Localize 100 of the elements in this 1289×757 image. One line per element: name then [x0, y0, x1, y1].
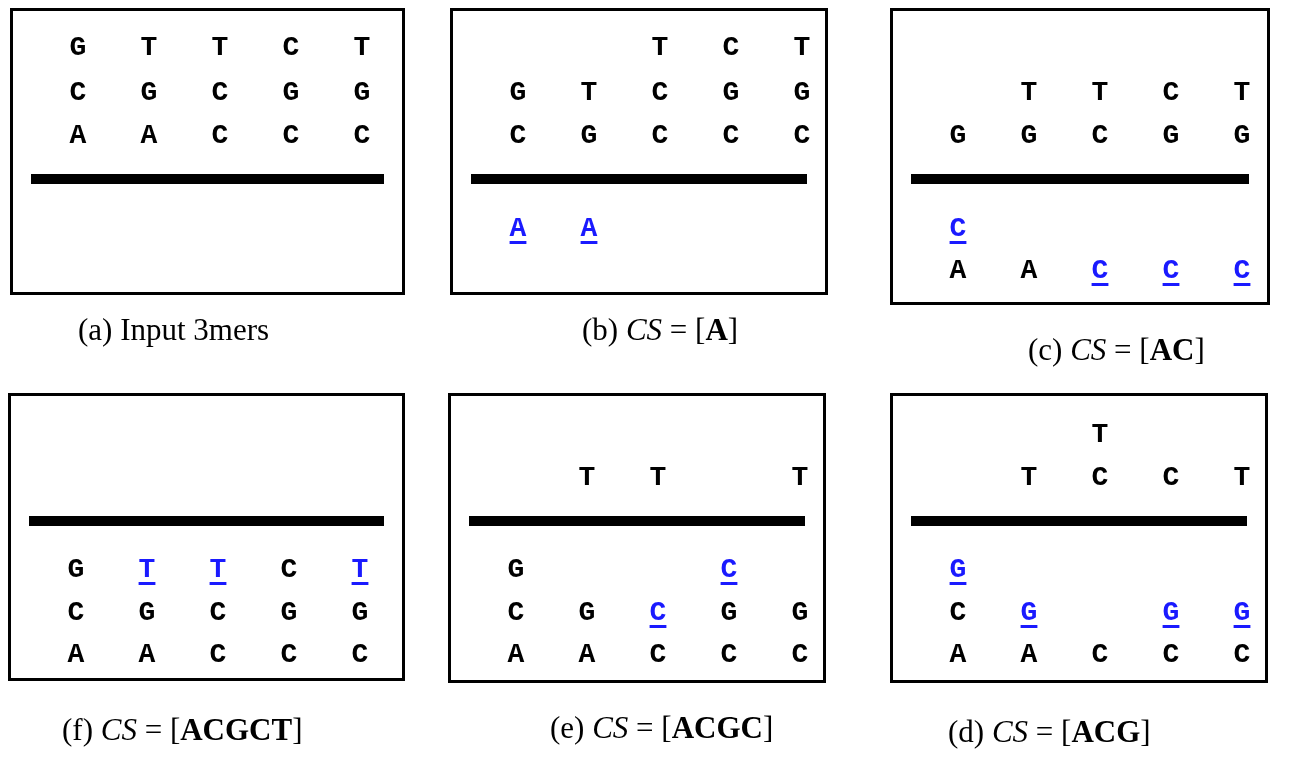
- nucleotide-letter: C: [1232, 640, 1252, 670]
- nucleotide-letter: T: [577, 463, 597, 493]
- panel-caption: (b) CS = [A]: [582, 312, 739, 348]
- highlighted-letter: C: [948, 214, 968, 244]
- panel-caption: (f) CS = [ACGCT]: [62, 712, 303, 748]
- nucleotide-letter: A: [948, 640, 968, 670]
- nucleotide-letter: C: [210, 121, 230, 151]
- nucleotide-letter: C: [1090, 463, 1110, 493]
- nucleotide-letter: C: [1161, 463, 1181, 493]
- nucleotide-letter: G: [66, 555, 86, 585]
- nucleotide-letter: T: [1232, 463, 1252, 493]
- nucleotide-letter: T: [792, 33, 812, 63]
- panel-box: [8, 393, 405, 681]
- highlighted-letter: C: [648, 598, 668, 628]
- highlighted-letter: C: [1161, 256, 1181, 286]
- nucleotide-letter: A: [137, 640, 157, 670]
- nucleotide-letter: C: [281, 121, 301, 151]
- highlighted-letter: G: [1019, 598, 1039, 628]
- nucleotide-letter: T: [1090, 78, 1110, 108]
- highlighted-letter: G: [1161, 598, 1181, 628]
- nucleotide-letter: G: [721, 78, 741, 108]
- nucleotide-letter: T: [1090, 420, 1110, 450]
- nucleotide-letter: C: [350, 640, 370, 670]
- nucleotide-letter: C: [721, 33, 741, 63]
- nucleotide-letter: G: [790, 598, 810, 628]
- nucleotide-letter: A: [1019, 256, 1039, 286]
- nucleotide-letter: G: [506, 555, 526, 585]
- nucleotide-letter: C: [210, 78, 230, 108]
- nucleotide-letter: C: [508, 121, 528, 151]
- nucleotide-letter: T: [352, 33, 372, 63]
- nucleotide-letter: C: [648, 640, 668, 670]
- panel-caption: (c) CS = [AC]: [1028, 332, 1205, 368]
- nucleotide-letter: C: [1090, 640, 1110, 670]
- panel-caption: (d) CS = [ACG]: [948, 714, 1151, 750]
- nucleotide-letter: G: [948, 121, 968, 151]
- nucleotide-letter: A: [577, 640, 597, 670]
- nucleotide-letter: G: [352, 78, 372, 108]
- nucleotide-letter: A: [66, 640, 86, 670]
- nucleotide-letter: G: [1232, 121, 1252, 151]
- nucleotide-letter: C: [506, 598, 526, 628]
- nucleotide-letter: C: [650, 121, 670, 151]
- nucleotide-letter: T: [650, 33, 670, 63]
- nucleotide-letter: G: [579, 121, 599, 151]
- highlighted-letter: C: [1090, 256, 1110, 286]
- nucleotide-letter: G: [137, 598, 157, 628]
- nucleotide-letter: C: [68, 78, 88, 108]
- nucleotide-letter: C: [1161, 640, 1181, 670]
- nucleotide-letter: G: [1161, 121, 1181, 151]
- nucleotide-letter: G: [719, 598, 739, 628]
- highlighted-letter: G: [1232, 598, 1252, 628]
- nucleotide-letter: T: [1019, 78, 1039, 108]
- nucleotide-letter: C: [721, 121, 741, 151]
- nucleotide-letter: A: [68, 121, 88, 151]
- nucleotide-letter: A: [1019, 640, 1039, 670]
- nucleotide-letter: C: [279, 640, 299, 670]
- nucleotide-letter: C: [279, 555, 299, 585]
- nucleotide-letter: T: [1019, 463, 1039, 493]
- nucleotide-letter: G: [279, 598, 299, 628]
- highlighted-letter: A: [508, 214, 528, 244]
- nucleotide-letter: C: [208, 640, 228, 670]
- panel-caption: (e) CS = [ACGC]: [550, 710, 774, 746]
- nucleotide-letter: C: [719, 640, 739, 670]
- nucleotide-letter: C: [352, 121, 372, 151]
- nucleotide-letter: G: [1019, 121, 1039, 151]
- highlighted-letter: T: [208, 555, 228, 585]
- panel-box: [448, 393, 826, 683]
- nucleotide-letter: C: [792, 121, 812, 151]
- nucleotide-letter: C: [1090, 121, 1110, 151]
- nucleotide-letter: G: [508, 78, 528, 108]
- highlighted-letter: C: [1232, 256, 1252, 286]
- nucleotide-letter: A: [139, 121, 159, 151]
- highlighted-letter: G: [948, 555, 968, 585]
- nucleotide-letter: C: [650, 78, 670, 108]
- nucleotide-letter: G: [350, 598, 370, 628]
- highlighted-letter: T: [350, 555, 370, 585]
- panel-box: [890, 393, 1268, 683]
- nucleotide-letter: C: [948, 598, 968, 628]
- highlighted-letter: C: [719, 555, 739, 585]
- panel-box: [10, 8, 405, 295]
- nucleotide-letter: T: [1232, 78, 1252, 108]
- nucleotide-letter: C: [208, 598, 228, 628]
- nucleotide-letter: C: [790, 640, 810, 670]
- highlighted-letter: T: [137, 555, 157, 585]
- nucleotide-letter: C: [66, 598, 86, 628]
- nucleotide-letter: G: [577, 598, 597, 628]
- panel-box: [450, 8, 828, 295]
- nucleotide-letter: G: [792, 78, 812, 108]
- nucleotide-letter: T: [648, 463, 668, 493]
- nucleotide-letter: T: [790, 463, 810, 493]
- nucleotide-letter: A: [506, 640, 526, 670]
- nucleotide-letter: T: [579, 78, 599, 108]
- nucleotide-letter: G: [281, 78, 301, 108]
- nucleotide-letter: C: [1161, 78, 1181, 108]
- panel-caption: (a) Input 3mers: [78, 312, 270, 348]
- nucleotide-letter: G: [139, 78, 159, 108]
- highlighted-letter: A: [579, 214, 599, 244]
- nucleotide-letter: C: [281, 33, 301, 63]
- panel-box: [890, 8, 1270, 305]
- nucleotide-letter: T: [139, 33, 159, 63]
- nucleotide-letter: T: [210, 33, 230, 63]
